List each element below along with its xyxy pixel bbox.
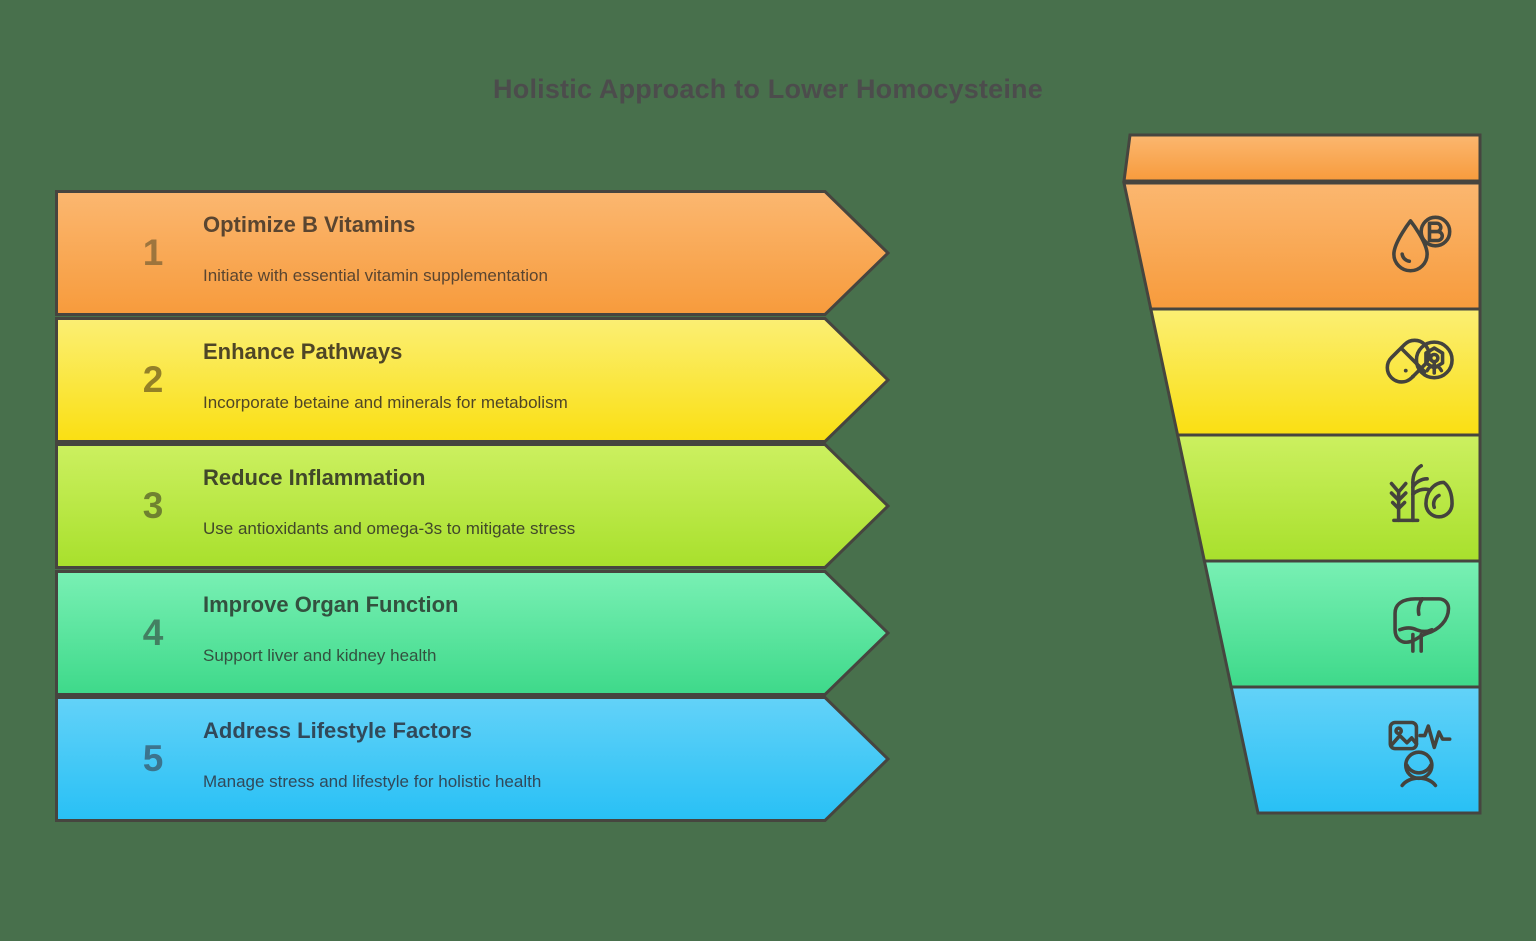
page-title: Holistic Approach to Lower Homocysteine: [493, 74, 1043, 104]
funnel-band-3: [1178, 435, 1480, 561]
arrow-shape: [57, 192, 889, 315]
arrow-shape: [57, 445, 889, 568]
funnel-band-5: [1231, 687, 1480, 813]
arrow-shape: [57, 318, 889, 441]
arrow-shape: [57, 571, 889, 694]
funnel-band-2: [1151, 309, 1480, 435]
funnel-band-1: [1124, 183, 1480, 309]
funnel-diagram: [1110, 133, 1500, 833]
arrow-shape: [57, 698, 889, 821]
funnel-band-4: [1204, 561, 1480, 687]
funnel-top-cap: [1124, 135, 1480, 181]
